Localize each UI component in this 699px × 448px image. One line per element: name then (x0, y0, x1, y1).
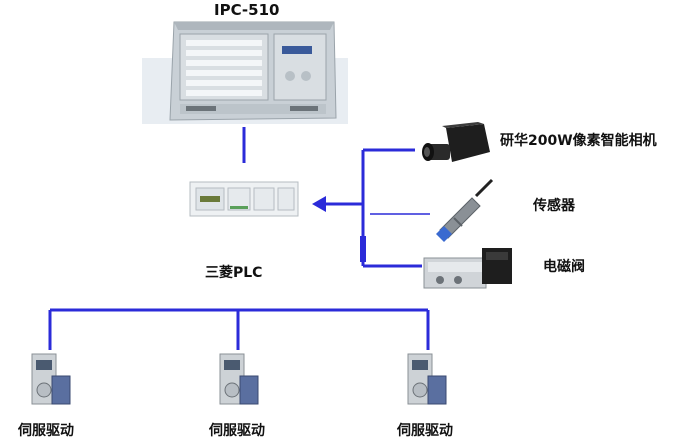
arrow-to-plc (312, 196, 326, 212)
smart-camera-icon (422, 122, 490, 162)
industrial-pc-icon (142, 21, 348, 124)
ipc-label: IPC-510 (214, 1, 280, 19)
servo-drive-icon (31, 353, 71, 405)
servo-label-3: 伺服驱动 (397, 423, 453, 439)
camera-label: 研华200W像素智能相机 (500, 133, 657, 149)
servo-drive-icon (219, 353, 259, 405)
sensor-label: 传感器 (533, 198, 575, 214)
servo-label-1: 伺服驱动 (18, 423, 74, 439)
servo-label-2: 伺服驱动 (209, 423, 265, 439)
proximity-sensor-icon (436, 178, 494, 242)
plc-module-icon (189, 181, 299, 217)
valve-label: 电磁阀 (543, 259, 585, 275)
solenoid-valve-icon (423, 248, 512, 289)
plc-label: 三菱PLC (205, 265, 263, 281)
servo-drive-icon (407, 353, 447, 405)
